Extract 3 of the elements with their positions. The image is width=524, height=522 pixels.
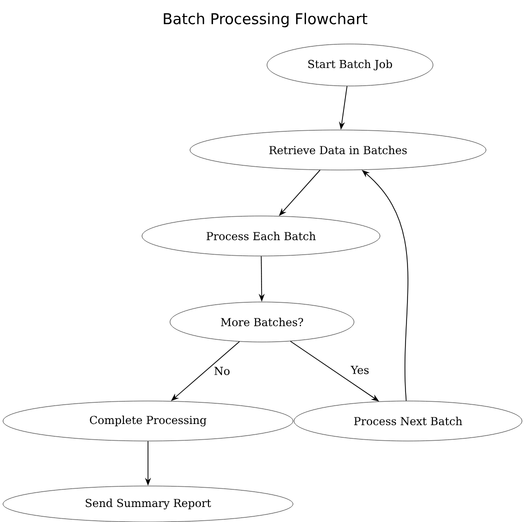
title: Batch Processing Flowchart xyxy=(164,12,368,28)
edge-label: Yes xyxy=(350,366,369,374)
edge-label: No xyxy=(214,366,230,376)
